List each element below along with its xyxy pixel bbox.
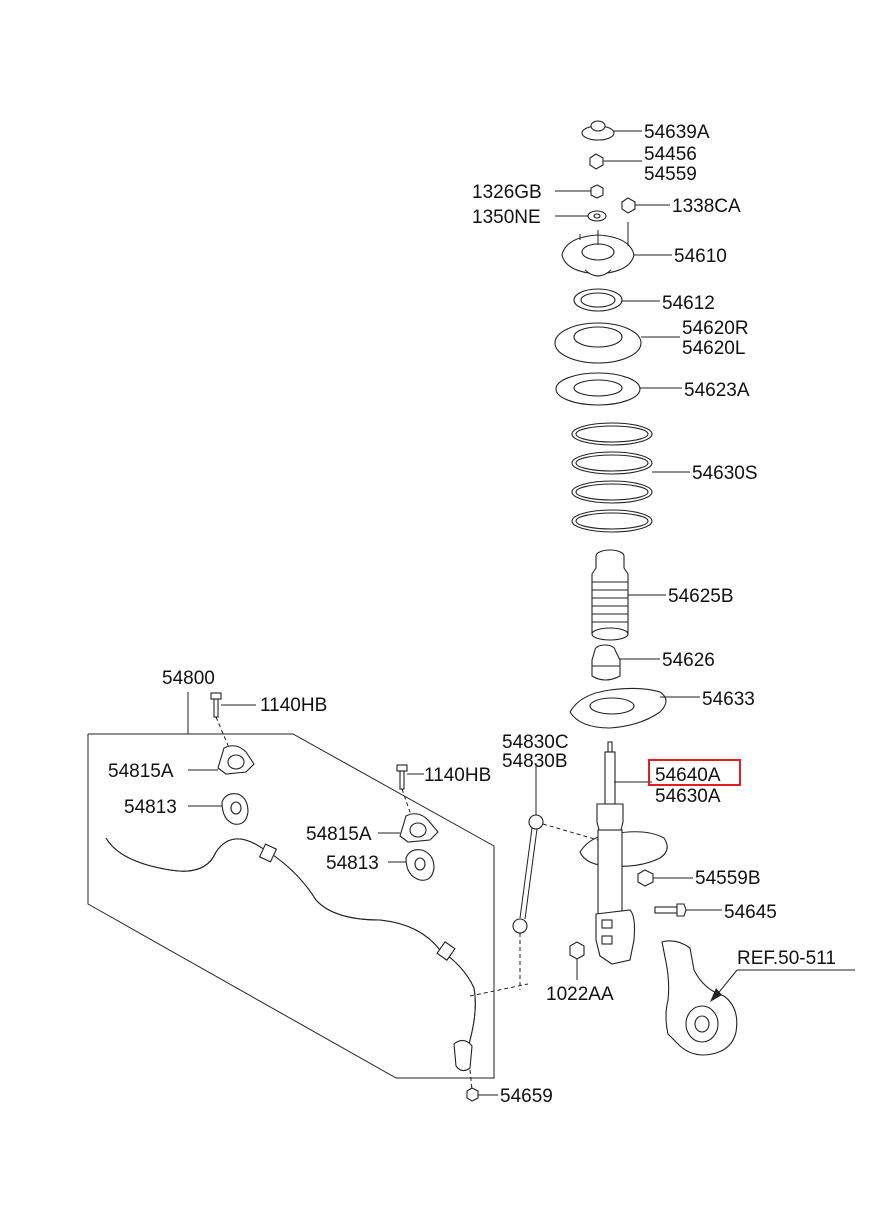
label-54813-left: 54813 [124,797,177,818]
label-54612: 54612 [662,293,715,314]
label-54830B: 54830B [502,751,568,772]
part-54623A-spring-pad[interactable] [555,372,641,406]
part-54645-bolt[interactable] [654,903,687,917]
part-54559B-nut[interactable] [637,869,654,887]
part-54813-bushing-left[interactable] [221,793,249,825]
part-54639A-cap[interactable] [581,120,615,141]
stabilizer-bar-frame [87,733,495,1079]
part-1326GB-nut[interactable] [590,184,604,199]
part-54633-lower-spring-pad[interactable] [569,687,667,729]
label-1140HB-right: 1140HB [424,765,491,786]
part-1140HB-bolt-left[interactable] [210,692,222,718]
label-54830C: 54830C [502,732,569,753]
part-54612-bearing[interactable] [573,288,623,312]
label-54630S: 54630S [692,463,758,484]
ref-arrow-icon [710,988,722,1002]
part-54610-strut-mount[interactable] [561,222,635,277]
label-54815A-right: 54815A [306,824,372,845]
label-54623A: 54623A [684,380,750,401]
label-54630A: 54630A [655,786,721,807]
label-54633: 54633 [702,689,755,710]
label-1326GB: 1326GB [472,182,542,203]
part-54630S-coil-spring[interactable] [571,422,653,533]
label-54559: 54559 [644,164,697,185]
label-54559B: 54559B [695,868,761,889]
label-54659: 54659 [500,1086,553,1107]
part-54456-nut[interactable] [589,153,604,170]
part-54659-nut[interactable] [466,1087,479,1102]
label-1350NE: 1350NE [472,207,541,228]
part-54626-bump-stopper[interactable] [591,644,621,681]
part-54815A-bracket-left[interactable] [217,745,255,775]
label-54800: 54800 [162,668,215,689]
part-54625B-dust-boot[interactable] [591,549,629,641]
part-54800-stabilizer-bar[interactable] [105,837,476,1072]
label-54815A-left: 54815A [108,761,174,782]
label-54645: 54645 [724,902,777,923]
label-54626: 54626 [662,650,715,671]
part-54830-stabilizer-link[interactable] [512,814,544,934]
label-54456: 54456 [644,144,697,165]
label-1140HB-left: 1140HB [260,695,327,716]
part-54813-bushing-right[interactable] [405,849,435,881]
part-1022AA-nut[interactable] [569,941,585,960]
part-54640A-strut-assembly[interactable] [579,741,668,965]
part-1140HB-bolt-right[interactable] [396,764,408,790]
part-1338CA-nut[interactable] [621,197,636,214]
label-54625B: 54625B [668,586,734,607]
label-1022AA: 1022AA [546,984,614,1005]
label-54639A: 54639A [644,122,710,143]
label-ref-50-511[interactable]: REF.50-511 [737,948,836,969]
label-54640A[interactable]: 54640A [655,765,721,786]
label-1338CA: 1338CA [672,196,741,217]
label-54620R: 54620R [682,318,749,339]
label-54620L: 54620L [682,338,745,359]
part-steering-knuckle[interactable] [661,940,738,1056]
label-54610: 54610 [674,246,727,267]
part-54620-upper-spring-seat[interactable] [554,322,642,364]
part-54815A-bracket-right[interactable] [399,813,439,843]
part-1350NE-washer[interactable] [587,210,607,222]
highlight-box [648,759,741,786]
label-54813-right: 54813 [326,853,379,874]
